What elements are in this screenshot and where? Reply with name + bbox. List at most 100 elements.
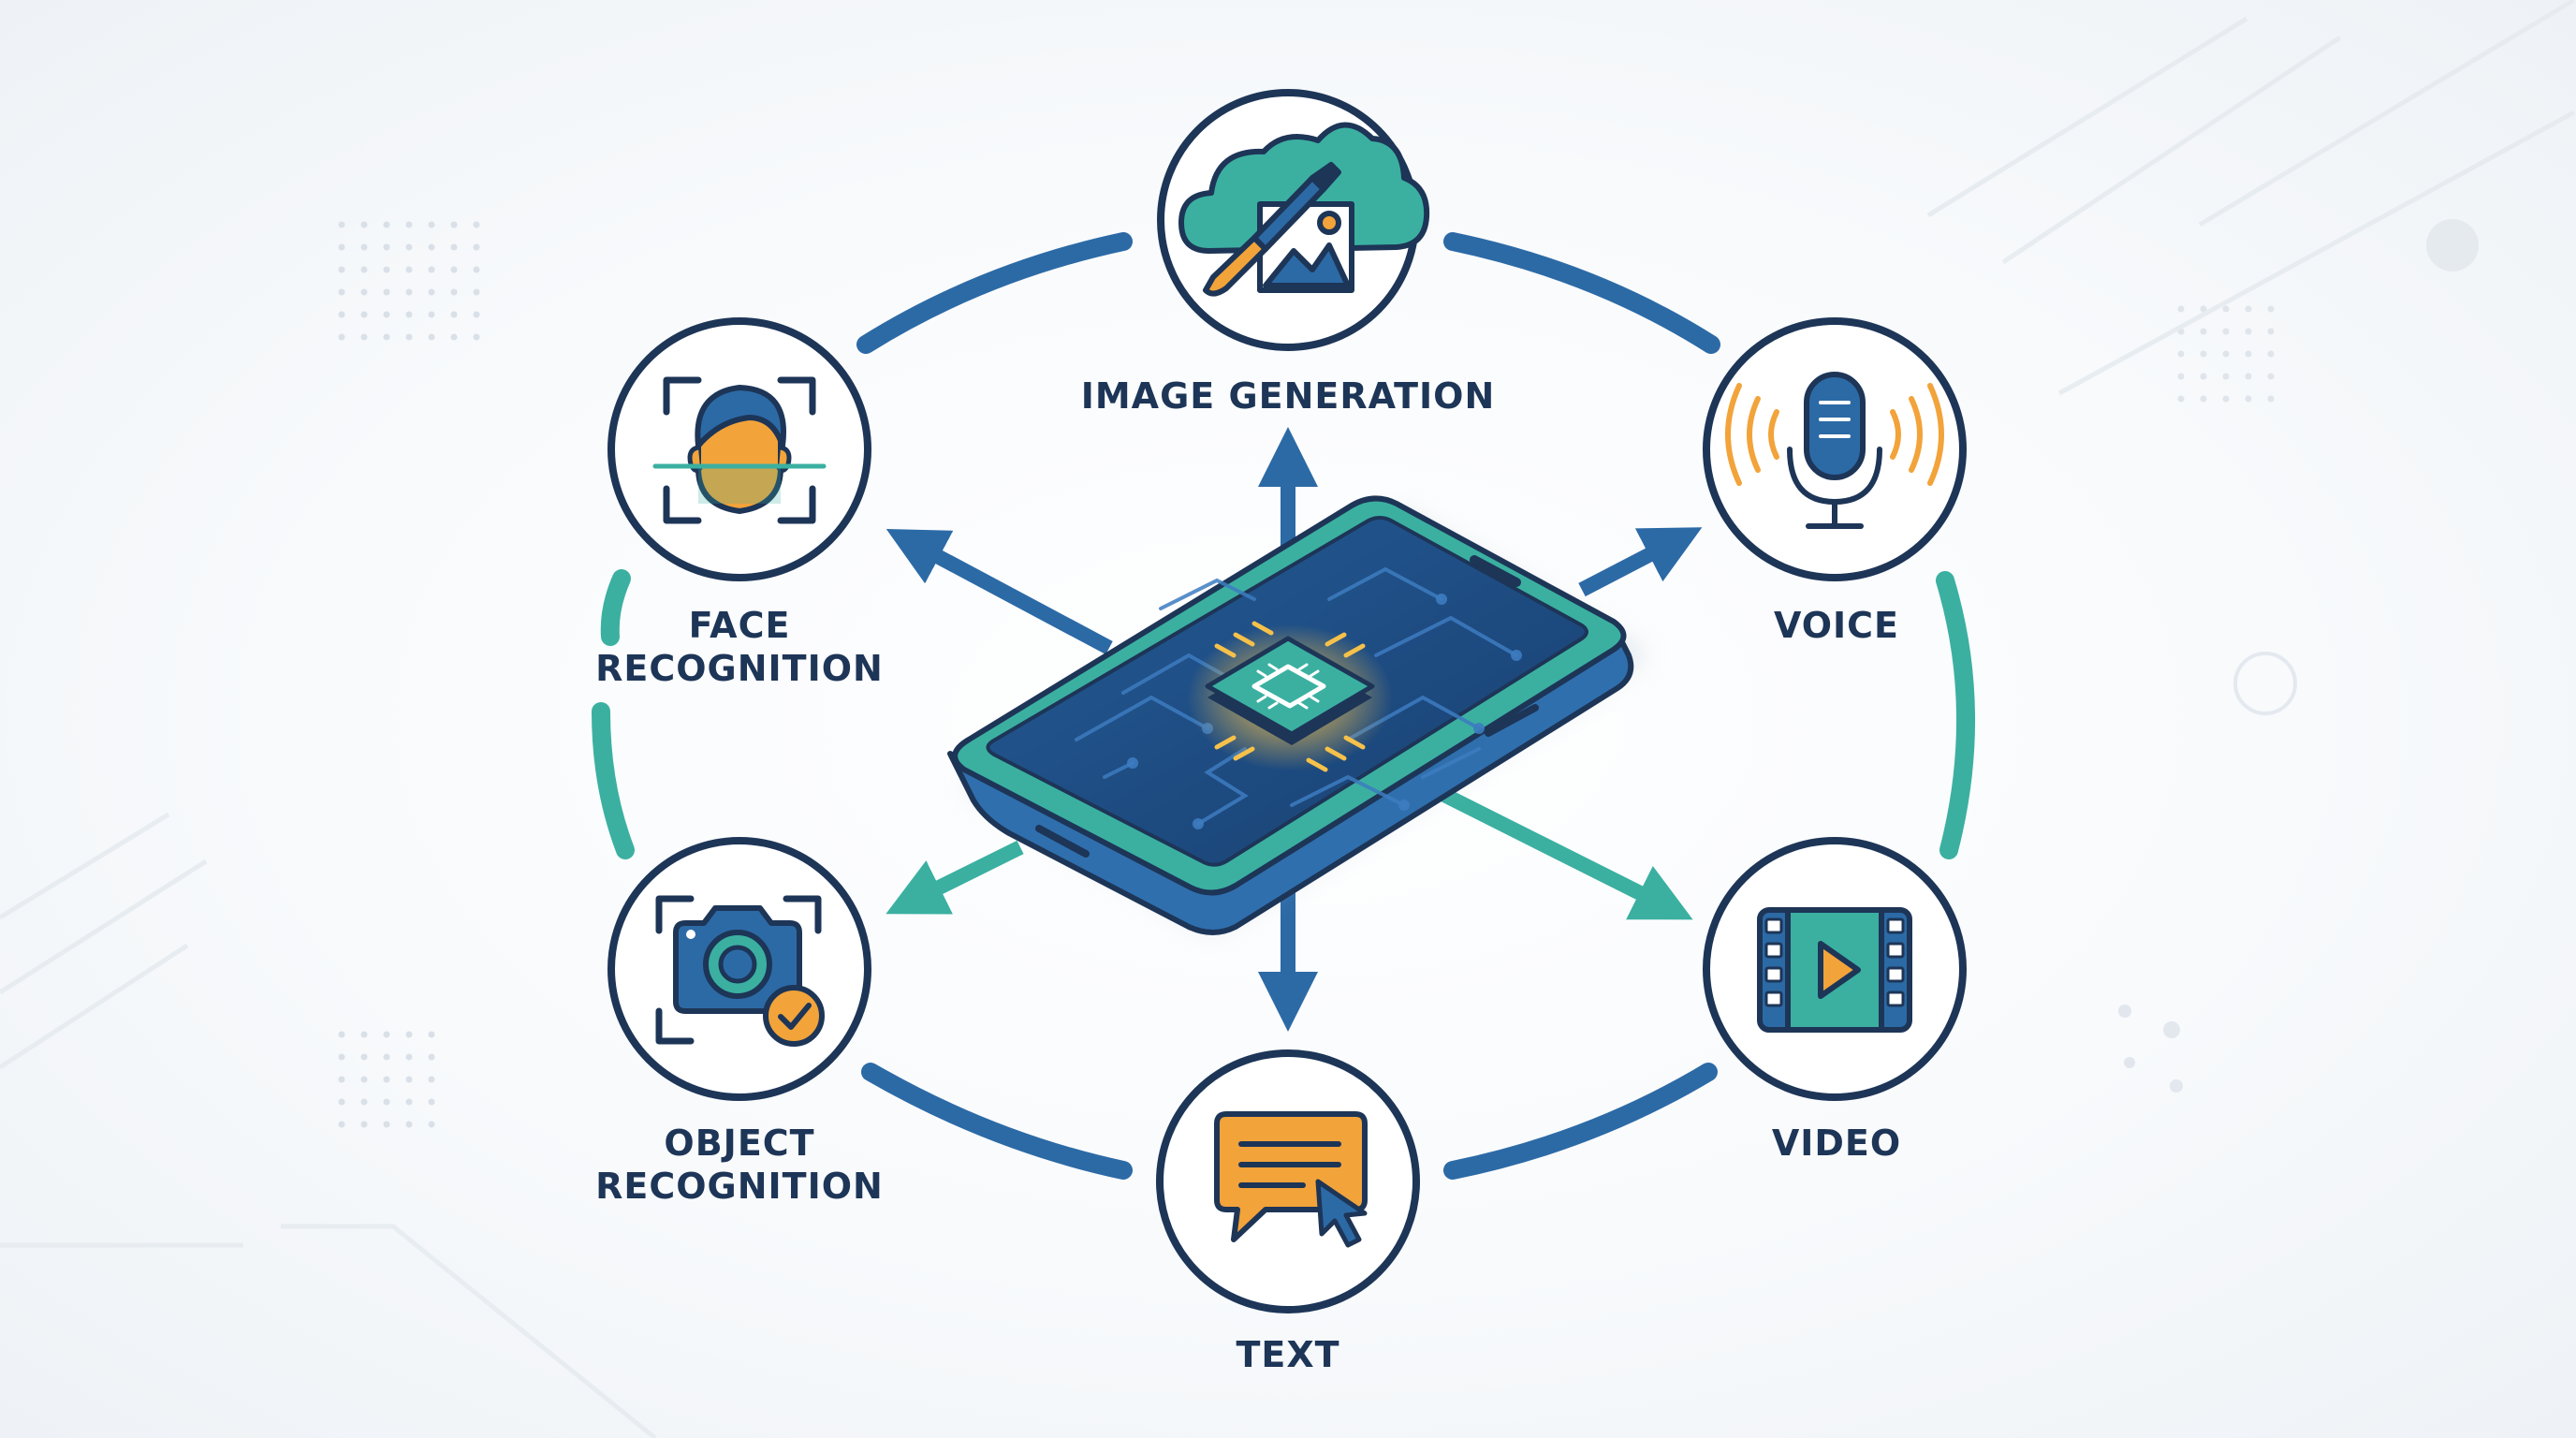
label-voice: VOICE [1774, 604, 1899, 647]
label-line: FACE [688, 605, 791, 646]
decor-dot [360, 1076, 368, 1083]
decor-dot [405, 1076, 413, 1083]
decor-dot [428, 311, 435, 318]
decor-dot [405, 1031, 413, 1038]
face-scan-icon [652, 376, 827, 524]
ring-segment-top-right [1443, 232, 1720, 354]
decor-dot [405, 1121, 413, 1128]
decor-dot [2177, 373, 2185, 380]
decor-dot [338, 1076, 345, 1083]
arrow-to-voice [1578, 527, 1703, 597]
decor-dot [428, 333, 435, 341]
decor-dot [360, 311, 368, 318]
decor-dot [428, 1053, 435, 1061]
decor-dot [338, 1121, 345, 1128]
arrow-to-video [1433, 784, 1693, 920]
label-face-recognition: FACE RECOGNITION [595, 604, 884, 690]
label-line: RECOGNITION [595, 648, 884, 689]
decor-dot [405, 1098, 413, 1106]
decor-dot [360, 1098, 368, 1106]
decor-dot [360, 221, 368, 228]
decor-dot [383, 333, 390, 341]
decor-dot [450, 333, 458, 341]
smartphone-chip-icon [947, 495, 1647, 935]
decor-dot [360, 333, 368, 341]
chat-bubble-cursor-icon [1214, 1111, 1368, 1248]
label-line: VOICE [1773, 605, 1900, 646]
decor-dot [405, 311, 413, 318]
video-play-icon [1757, 907, 1912, 1033]
decor-dot [473, 266, 480, 273]
decor-dot [428, 221, 435, 228]
decor-dot [405, 266, 413, 273]
decor-dot [428, 266, 435, 273]
decor-dot [405, 243, 413, 251]
camera-check-icon [655, 895, 825, 1047]
decor-dot [473, 221, 480, 228]
decor-dot [473, 288, 480, 296]
connection-ring [592, 232, 1975, 1180]
decor-dot [2200, 395, 2207, 403]
decor-dot [2267, 328, 2275, 335]
decor-dot [428, 1031, 435, 1038]
decor-dot [360, 266, 368, 273]
decor-dot [383, 311, 390, 318]
decor-dot [2245, 395, 2252, 403]
decor-dot [428, 288, 435, 296]
decor-dot [450, 221, 458, 228]
decor-dot [2177, 350, 2185, 358]
decor-dot [383, 221, 390, 228]
decor-dot [383, 288, 390, 296]
decor-dot [360, 1121, 368, 1128]
decor-dot [338, 288, 345, 296]
decor-dot [450, 288, 458, 296]
decor-dot [473, 333, 480, 341]
ring-segment-left-upper [600, 569, 631, 646]
decor-dot [2267, 373, 2275, 380]
decor-dot [338, 221, 345, 228]
decor-dot [383, 1053, 390, 1061]
ring-segment-top-left [856, 232, 1133, 354]
decor-dot [360, 1053, 368, 1061]
decor-dot [405, 221, 413, 228]
decor-dot [2245, 328, 2252, 335]
label-line: VIDEO [1771, 1123, 1902, 1164]
decor-dot [450, 243, 458, 251]
label-video: VIDEO [1772, 1122, 1901, 1165]
decor-dot [2222, 305, 2230, 313]
label-object-recognition: OBJECT RECOGNITION [595, 1122, 884, 1208]
ring-segment-right [1936, 571, 1975, 859]
decor-dot [338, 311, 345, 318]
decor-dot [2200, 373, 2207, 380]
decor-dot [2222, 328, 2230, 335]
ring-segment-bottom-right [1443, 1063, 1718, 1180]
label-line: OBJECT [664, 1123, 815, 1164]
decor-dot [2245, 373, 2252, 380]
decor-dot [2245, 305, 2252, 313]
decor-dot [2222, 350, 2230, 358]
label-text: TEXT [1236, 1333, 1339, 1376]
decor-dot [338, 1031, 345, 1038]
decor-dot [338, 243, 345, 251]
decor-dot [360, 288, 368, 296]
decor-dot [383, 1098, 390, 1106]
decor-dot [338, 333, 345, 341]
decor-dot [405, 333, 413, 341]
microphone-icon [1725, 372, 1944, 529]
ring-segment-left-lower [592, 702, 635, 859]
decor-dot [2267, 395, 2275, 403]
decor-dot [2222, 373, 2230, 380]
decor-dot [405, 288, 413, 296]
decor-dot [338, 266, 345, 273]
ring-segment-bottom-left [861, 1063, 1133, 1180]
decor-dot [2222, 395, 2230, 403]
cloud-paintbrush-image-icon [1178, 122, 1430, 297]
label-line: IMAGE GENERATION [1080, 375, 1496, 417]
decor-dot [428, 1121, 435, 1128]
label-line: RECOGNITION [595, 1166, 884, 1207]
decor-dot [473, 311, 480, 318]
decor-dot [2200, 305, 2207, 313]
